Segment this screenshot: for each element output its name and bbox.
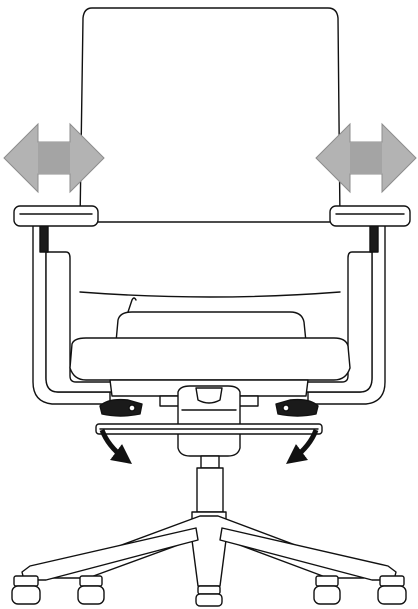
armrest-post-left (39, 225, 49, 253)
gas-cylinder-cover (200, 455, 220, 469)
armrest-shell-right (305, 251, 373, 393)
lever-handle-right (275, 398, 319, 417)
backrest (79, 7, 341, 223)
caster-2 (77, 575, 105, 605)
mechanism-housing (177, 385, 241, 457)
gas-cylinder (196, 467, 224, 513)
armrest-post-right (369, 225, 379, 253)
armrest-adjust-arrow-right (315, 122, 417, 194)
base-leg-far-left (21, 527, 199, 581)
armrest-pad-left (13, 205, 99, 227)
seat-cushion (69, 337, 351, 381)
armrest-shell-left (45, 251, 113, 393)
lever-knob-right (282, 404, 290, 412)
caster-1 (11, 575, 41, 605)
base-leg-far-right (219, 527, 397, 581)
lever-handle-left (99, 398, 143, 417)
armrest-pad-right (329, 205, 411, 227)
backrest-lower-edge (79, 291, 341, 298)
lever-rotate-arrow-right (286, 429, 319, 465)
armrest-adjust-arrow-left (3, 122, 105, 194)
lever-knob-left (128, 404, 136, 412)
mechanism-cap (195, 387, 223, 404)
caster-3 (195, 585, 223, 607)
caster-5 (377, 575, 407, 605)
lumbar-pad (115, 311, 307, 343)
lever-rotate-arrow-left (99, 429, 132, 465)
lumbar-handle (127, 297, 137, 313)
caster-4 (313, 575, 341, 605)
